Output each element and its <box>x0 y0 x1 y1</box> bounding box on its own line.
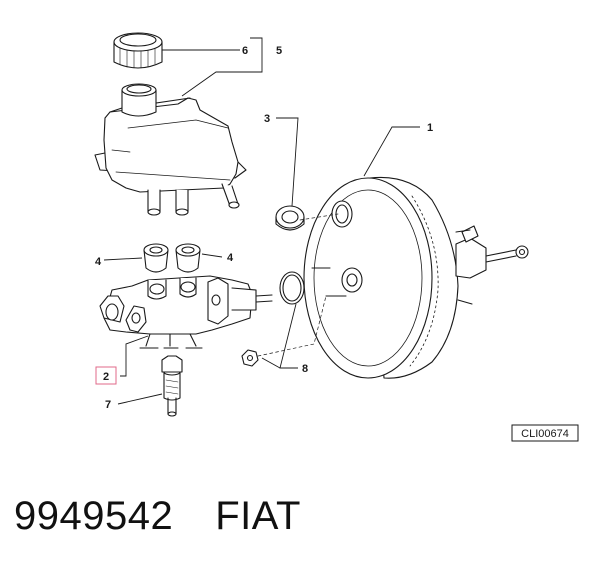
callout-5: 5 <box>276 45 282 57</box>
reservoir-cap <box>113 32 163 69</box>
callout-4-right: 4 <box>227 252 234 264</box>
highlight-box <box>95 366 117 385</box>
grommet <box>275 205 305 231</box>
callout-6: 6 <box>242 45 248 57</box>
assembly-lines <box>257 213 339 357</box>
callout-8: 8 <box>302 363 308 375</box>
o-ring-seal <box>279 271 305 305</box>
reservoir-seal-left <box>143 243 169 273</box>
callout-3: 3 <box>264 113 270 125</box>
brand-name: FIAT <box>215 493 301 538</box>
fluid-reservoir <box>94 83 247 216</box>
callout-1: 1 <box>427 122 433 134</box>
part-number: 9949542 <box>14 493 174 538</box>
exploded-parts-diagram: 6 5 3 1 4 4 2 8 7 CLI00674 <box>94 32 579 442</box>
bleed-screw <box>161 355 183 417</box>
leader-lines <box>103 37 420 405</box>
reference-code: CLI00674 <box>521 428 569 440</box>
callout-4-left: 4 <box>95 256 102 268</box>
reference-code-box <box>511 424 579 442</box>
callout-7: 7 <box>105 399 111 411</box>
part-caption: 9949542 FIAT <box>14 490 301 542</box>
brake-booster <box>303 176 529 379</box>
callout-2: 2 <box>103 371 109 383</box>
reservoir-seal-right <box>175 243 201 273</box>
master-cylinder <box>99 275 273 349</box>
mounting-nut <box>241 349 259 367</box>
